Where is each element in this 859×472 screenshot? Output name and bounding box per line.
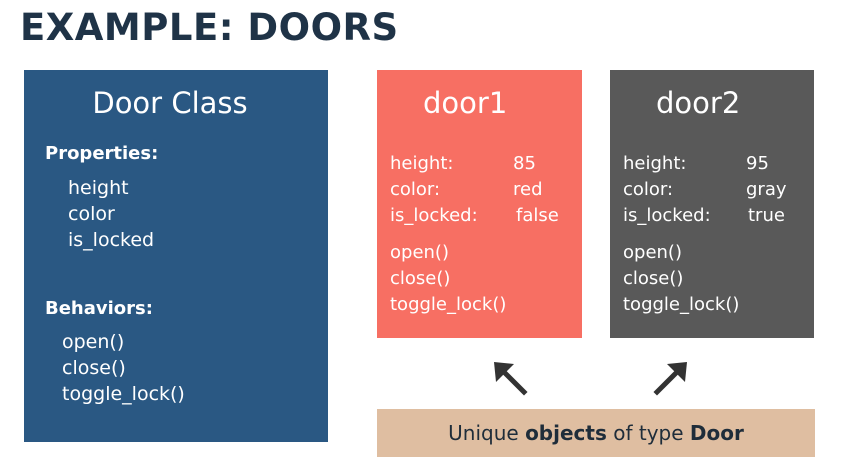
class-behavior: close() (62, 357, 126, 379)
caption-box: Unique objects of type Door (377, 409, 815, 457)
door1-name: door1 (423, 86, 508, 120)
property-value: 95 (746, 153, 769, 174)
property-key: height: (623, 153, 687, 174)
caption-text-1: Unique (448, 421, 526, 445)
caption-door: Door (689, 421, 744, 445)
property-key: color: (623, 179, 674, 200)
class-behavior: toggle_lock() (62, 383, 185, 405)
method: toggle_lock() (390, 294, 507, 315)
property-key: height: (390, 153, 454, 174)
class-property: is_locked (68, 229, 155, 251)
class-properties-list: height color is_locked (68, 175, 154, 253)
door2-property-is-locked: is_locked: true (623, 203, 787, 229)
property-value: gray (746, 179, 787, 200)
door2-object-box: door2 height: 95 color: gray is_locked: … (610, 70, 814, 338)
caption-objects: objects (525, 421, 607, 445)
property-key: is_locked: (623, 205, 711, 226)
property-value: 85 (513, 153, 536, 174)
door2-property-color: color: gray (623, 177, 787, 203)
caption-text-2: of type (606, 421, 690, 445)
property-key: color: (390, 179, 441, 200)
behaviors-heading: Behaviors: (45, 298, 153, 319)
method: open() (390, 242, 449, 263)
door2-properties: height: 95 color: gray is_locked: true (623, 151, 787, 229)
class-property: color (68, 203, 115, 225)
door-class-box: Door Class Properties: height color is_l… (24, 70, 328, 442)
method: open() (623, 242, 682, 263)
class-property: height (68, 177, 129, 199)
method: toggle_lock() (623, 294, 740, 315)
door2-methods: open() close() toggle_lock() (623, 240, 739, 318)
method: close() (390, 268, 451, 289)
door2-property-height: height: 95 (623, 151, 787, 177)
property-value: true (748, 205, 785, 226)
arrow-up-left-icon (494, 362, 528, 396)
properties-heading: Properties: (45, 143, 159, 164)
arrow-up-right-icon (653, 362, 687, 396)
door1-property-color: color: red (390, 177, 559, 203)
page-title: EXAMPLE: DOORS (20, 6, 399, 49)
property-value: false (516, 205, 559, 226)
property-value: red (513, 179, 543, 200)
door2-name: door2 (656, 86, 741, 120)
property-key: is_locked: (390, 205, 478, 226)
door1-properties: height: 85 color: red is_locked: false (390, 151, 559, 229)
door1-property-height: height: 85 (390, 151, 559, 177)
door1-methods: open() close() toggle_lock() (390, 240, 506, 318)
method: close() (623, 268, 684, 289)
door-class-title: Door Class (92, 86, 248, 120)
door1-object-box: door1 height: 85 color: red is_locked: f… (377, 70, 582, 338)
class-behaviors-list: open() close() toggle_lock() (62, 329, 185, 407)
door1-property-is-locked: is_locked: false (390, 203, 559, 229)
class-behavior: open() (62, 331, 125, 353)
